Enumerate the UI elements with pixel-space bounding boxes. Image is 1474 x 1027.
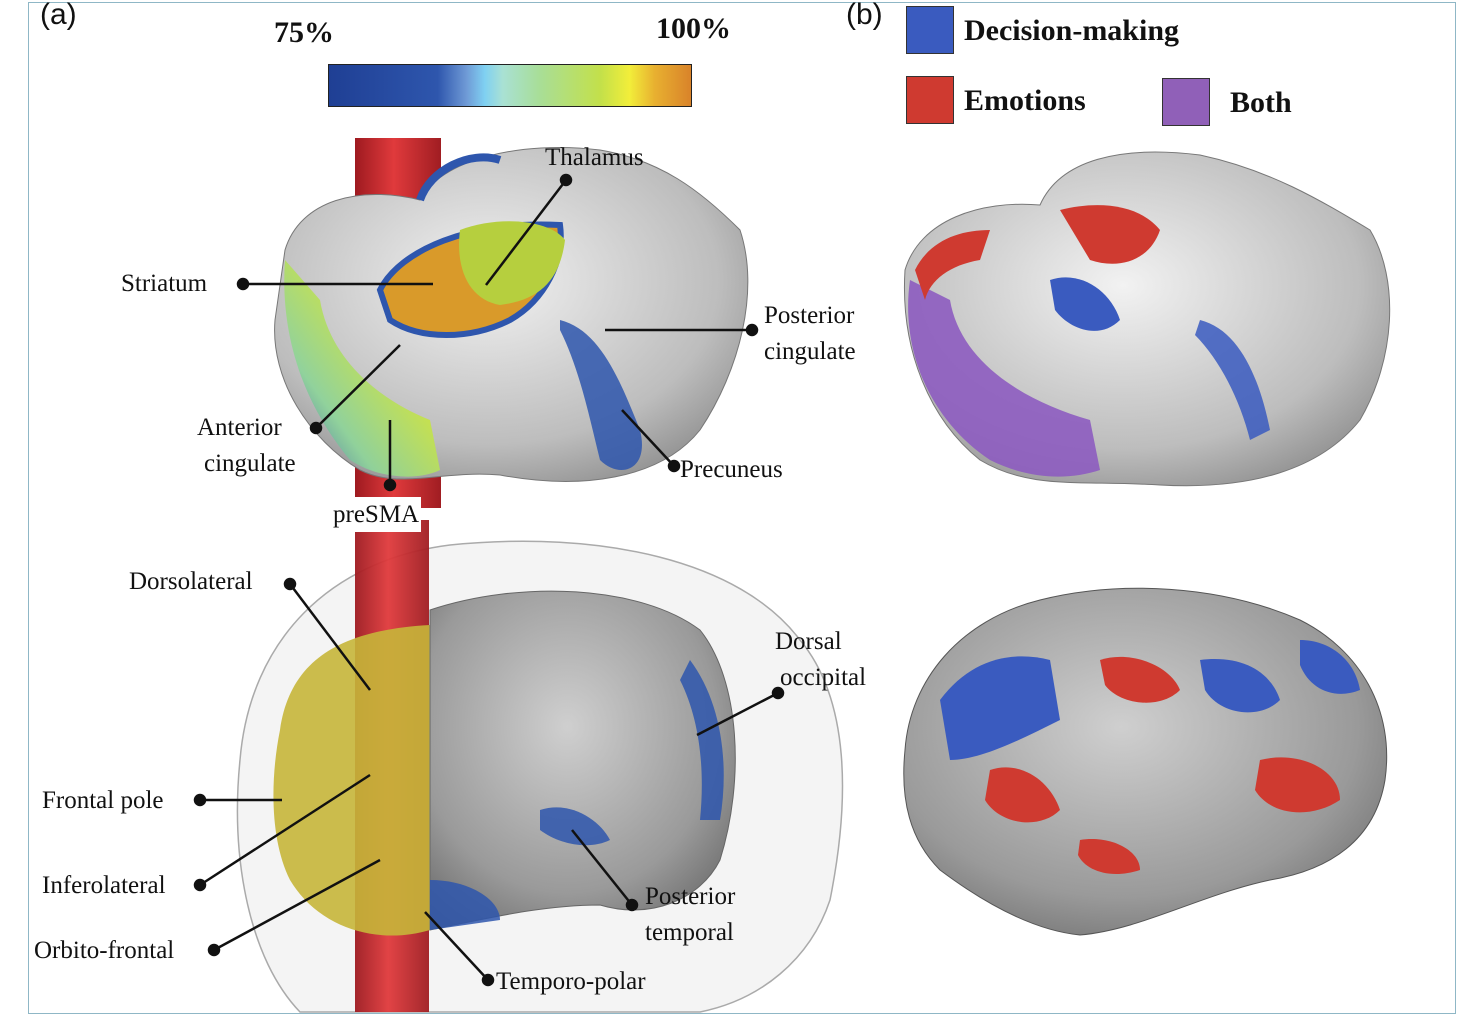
lateral-brain-view-a [236,520,844,1013]
label-dorsal-occipital-line1: Dorsal [775,628,842,655]
label-presma: preSMA [331,497,422,532]
figure-frame [28,2,1456,1014]
colorbar [328,64,692,107]
label-posterior-cingulate-line1: Posterior [764,302,855,329]
colorbar-max-label: 100% [656,12,731,45]
label-temporo-polar: Temporo-polar [496,968,646,995]
legend-label-both: Both [1230,86,1292,119]
label-posterior-cingulate-line2: cingulate [764,338,856,365]
legend-swatch-decision-making [906,6,954,54]
label-dorsal-occipital-line2: occipital [780,664,867,691]
panel-b-label: (b) [846,0,883,31]
label-orbito-frontal: Orbito-frontal [34,937,175,964]
legend-label-decision-making: Decision-making [964,14,1180,47]
leader-lines [193,173,785,987]
legend-swatch-both [1162,78,1210,126]
legend-label-emotions: Emotions [964,84,1086,117]
label-inferolateral: Inferolateral [42,872,166,899]
medial-brain-view-a [274,138,749,508]
label-anterior-cingulate-line1: Anterior [197,414,282,441]
legend-swatch-emotions [906,76,954,124]
label-striatum: Striatum [121,270,208,297]
label-anterior-cingulate-line2: cingulate [204,450,296,477]
label-posterior-temporal-line1: Posterior [645,883,736,910]
colorbar-min-label: 75% [274,16,334,49]
label-frontal-pole: Frontal pole [42,787,164,814]
label-dorsolateral: Dorsolateral [129,568,253,595]
lateral-brain-view-b [903,587,1388,936]
medial-brain-view-b [903,151,1391,487]
label-posterior-temporal-line2: temporal [645,919,734,946]
label-precuneus: Precuneus [680,456,783,483]
label-thalamus: Thalamus [545,144,644,171]
panel-a-label: (a) [40,0,77,31]
